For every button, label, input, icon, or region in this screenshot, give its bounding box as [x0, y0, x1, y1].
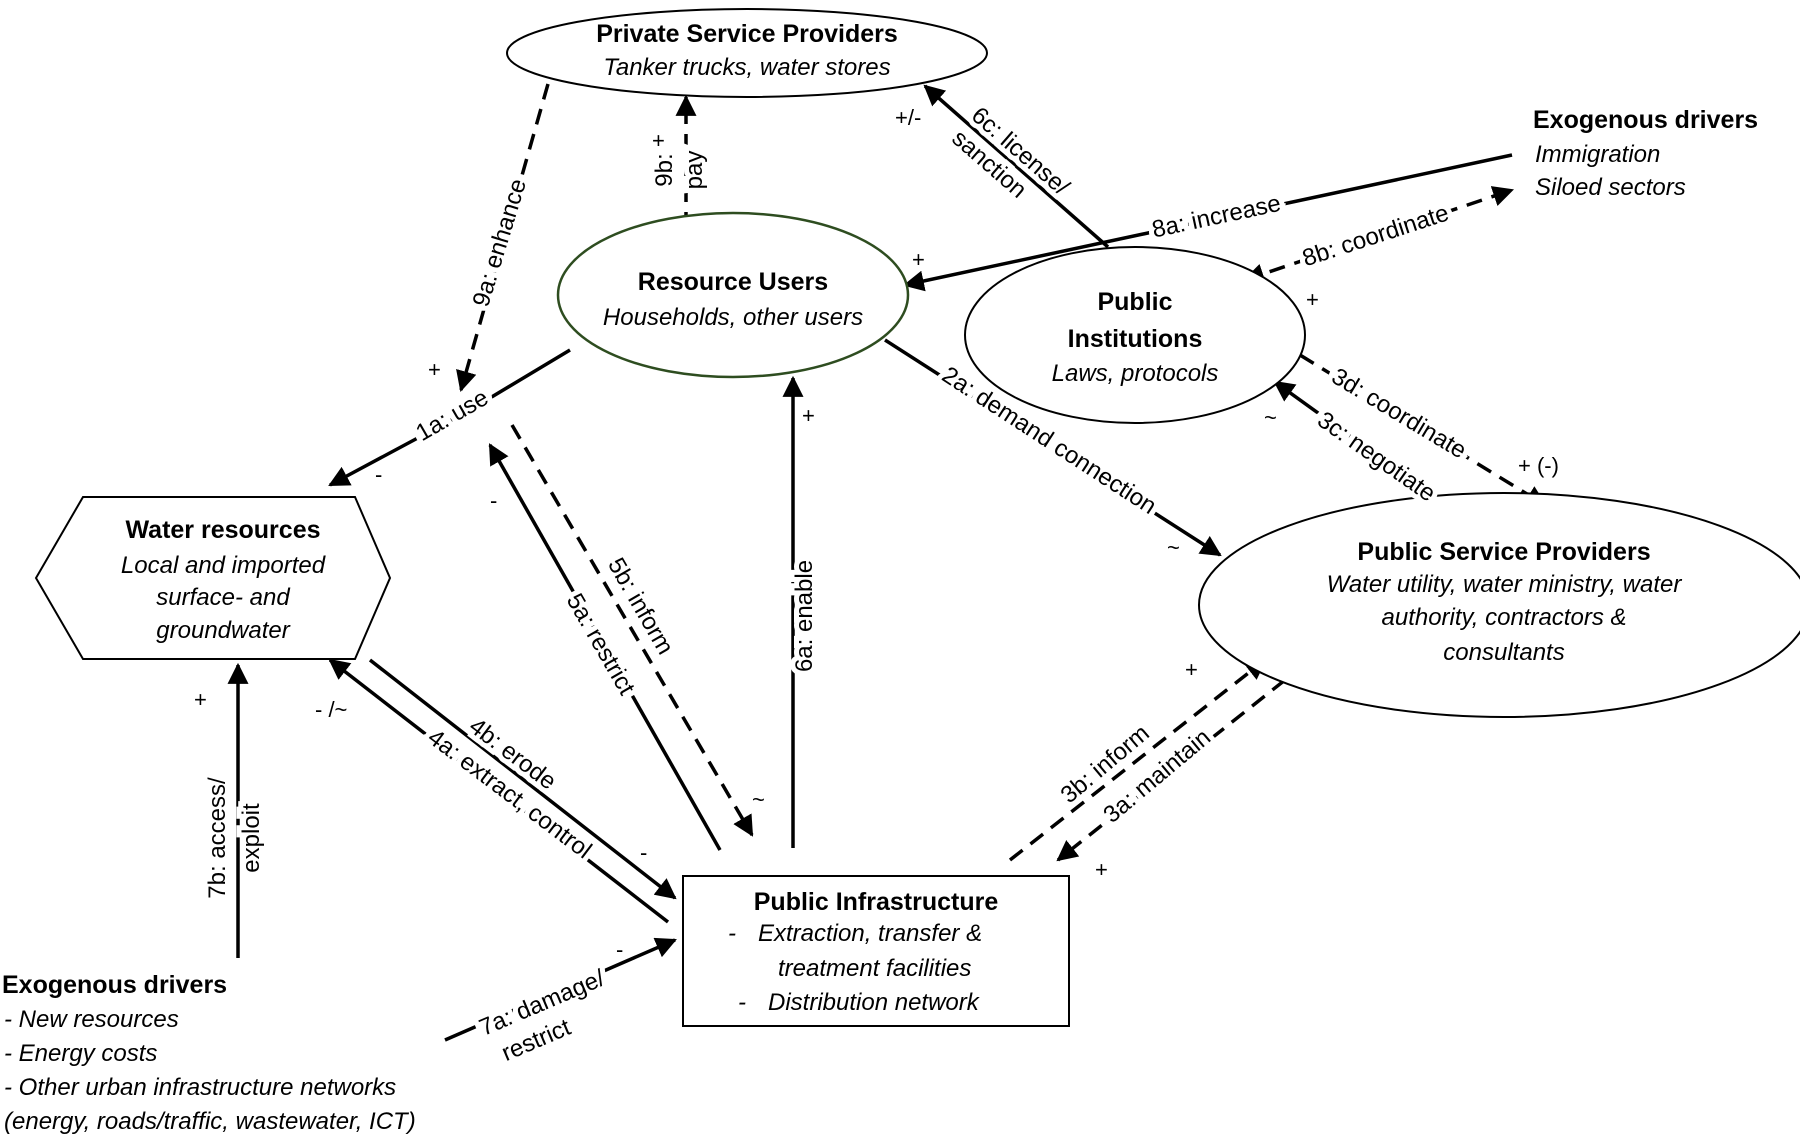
exo-bottom-line1: - New resources — [4, 1006, 179, 1033]
public-institutions-title-line2: Institutions — [1068, 325, 1203, 353]
sign-3a: + — [1095, 857, 1108, 882]
label-9a: 9a: enhance — [468, 176, 532, 310]
public-institutions-ellipse — [964, 246, 1306, 424]
sign-9b: + — [652, 128, 665, 153]
exo-bottom-line2: - Energy costs — [4, 1040, 157, 1067]
public-institutions-subtitle: Laws, protocols — [1052, 360, 1219, 387]
sign-3c: ~ — [1264, 405, 1277, 430]
resource-users-subtitle: Households, other users — [603, 304, 863, 331]
public-infrastructure-bullet2: - — [738, 989, 746, 1016]
link-7a-line — [444, 937, 677, 1042]
sign-4a: - — [640, 840, 647, 865]
sign-4b: - /~ — [315, 697, 347, 722]
sign-8b: + — [1306, 287, 1319, 312]
link-signs: + +/- + + + - ~ + (-) + ~ - + - /~ ~ - +… — [194, 105, 1559, 962]
sign-5a: - — [490, 488, 497, 513]
exo-bottom-line3: - Other urban infrastructure networks — [4, 1074, 396, 1101]
sign-7a: - — [616, 937, 623, 962]
node-resource-users: Resource Users Households, other users — [556, 211, 910, 379]
link-9a-line — [456, 83, 550, 393]
private-providers-subtitle: Tanker trucks, water stores — [603, 54, 890, 81]
node-water-resources: Water resources Local and imported surfa… — [34, 496, 392, 660]
sign-3b: + — [1185, 657, 1198, 682]
sign-2a: ~ — [1167, 535, 1180, 560]
link-2a-line — [884, 338, 1222, 557]
sign-8a: + — [912, 247, 925, 272]
public-institutions-title-line1: Public — [1097, 288, 1172, 316]
link-5a-line — [488, 443, 722, 851]
link-3d-line — [1299, 353, 1547, 507]
label-8a: 8a: increase — [1150, 190, 1284, 244]
public-service-providers-ellipse — [1198, 492, 1800, 718]
label-7b-line2: exploit — [238, 803, 265, 873]
node-public-service-providers: Public Service Providers Water utility, … — [1198, 492, 1800, 718]
private-providers-title: Private Service Providers — [596, 20, 898, 48]
exogenous-drivers-bottom: Exogenous drivers - New resources - Ener… — [2, 971, 416, 1135]
water-resources-line2: surface- and — [156, 584, 290, 611]
public-service-providers-line1: Water utility, water ministry, water — [1327, 571, 1683, 598]
public-infrastructure-item1-a: Extraction, transfer & — [758, 920, 982, 947]
public-infrastructure-bullet1: - — [728, 920, 736, 947]
private-providers-ellipse — [506, 8, 988, 98]
public-infrastructure-box — [682, 875, 1070, 1027]
label-1a: 1a: use — [411, 384, 493, 447]
links — [227, 83, 1547, 1042]
label-9b-line1: 9b: — [651, 153, 678, 186]
water-resources-line1: Local and imported — [121, 552, 326, 579]
public-service-providers-line3: consultants — [1443, 639, 1564, 666]
link-4a-line — [368, 658, 677, 900]
resource-users-ellipse — [556, 211, 910, 379]
label-6a: 6a: enable — [791, 560, 818, 672]
node-public-institutions: Public Institutions Laws, protocols — [964, 246, 1306, 424]
water-resources-hexagon — [34, 496, 392, 660]
public-infrastructure-item1-b: treatment facilities — [778, 955, 971, 982]
link-6c-line — [923, 84, 1110, 249]
water-resources-title: Water resources — [126, 516, 321, 544]
link-4b-line — [328, 658, 670, 924]
label-7b-line1: 7b: access/ — [204, 777, 231, 899]
link-3a-line — [1056, 678, 1287, 862]
public-infrastructure-title: Public Infrastructure — [754, 888, 999, 916]
exo-top-line2: Siloed sectors — [1535, 174, 1686, 201]
sign-6c: +/- — [895, 105, 921, 130]
exogenous-drivers-top: Exogenous drivers Immigration Siloed sec… — [1533, 106, 1758, 201]
public-infrastructure-item2: Distribution network — [768, 989, 981, 1016]
link-8a-line — [902, 153, 1513, 292]
label-9b-line2: pay — [681, 151, 708, 190]
sign-1a: - — [375, 462, 382, 487]
public-service-providers-title: Public Service Providers — [1357, 538, 1650, 566]
link-3b-line — [1008, 658, 1267, 862]
exo-top-line1: Immigration — [1535, 141, 1660, 168]
exo-top-title: Exogenous drivers — [1533, 106, 1758, 134]
link-3c-line — [1273, 380, 1452, 510]
link-1a-line — [328, 348, 571, 487]
resource-users-title: Resource Users — [638, 268, 828, 296]
sign-5b: ~ — [752, 787, 765, 812]
node-public-infrastructure: Public Infrastructure - Extraction, tran… — [682, 875, 1070, 1027]
label-8b: 8b: coordinate — [1299, 200, 1452, 273]
sign-7b: + — [194, 687, 207, 712]
sign-6a: + — [802, 403, 815, 428]
exo-bottom-line4: (energy, roads/traffic, wastewater, ICT) — [4, 1108, 416, 1135]
sign-3d: + (-) — [1518, 453, 1559, 478]
link-5b-line — [510, 424, 754, 837]
exo-bottom-title: Exogenous drivers — [2, 971, 227, 999]
sign-9a: + — [428, 357, 441, 382]
link-8b-line — [1243, 186, 1514, 284]
water-resources-line3: groundwater — [156, 617, 290, 644]
node-private-service-providers: Private Service Providers Tanker trucks,… — [506, 8, 988, 98]
public-service-providers-line2: authority, contractors & — [1382, 604, 1627, 631]
